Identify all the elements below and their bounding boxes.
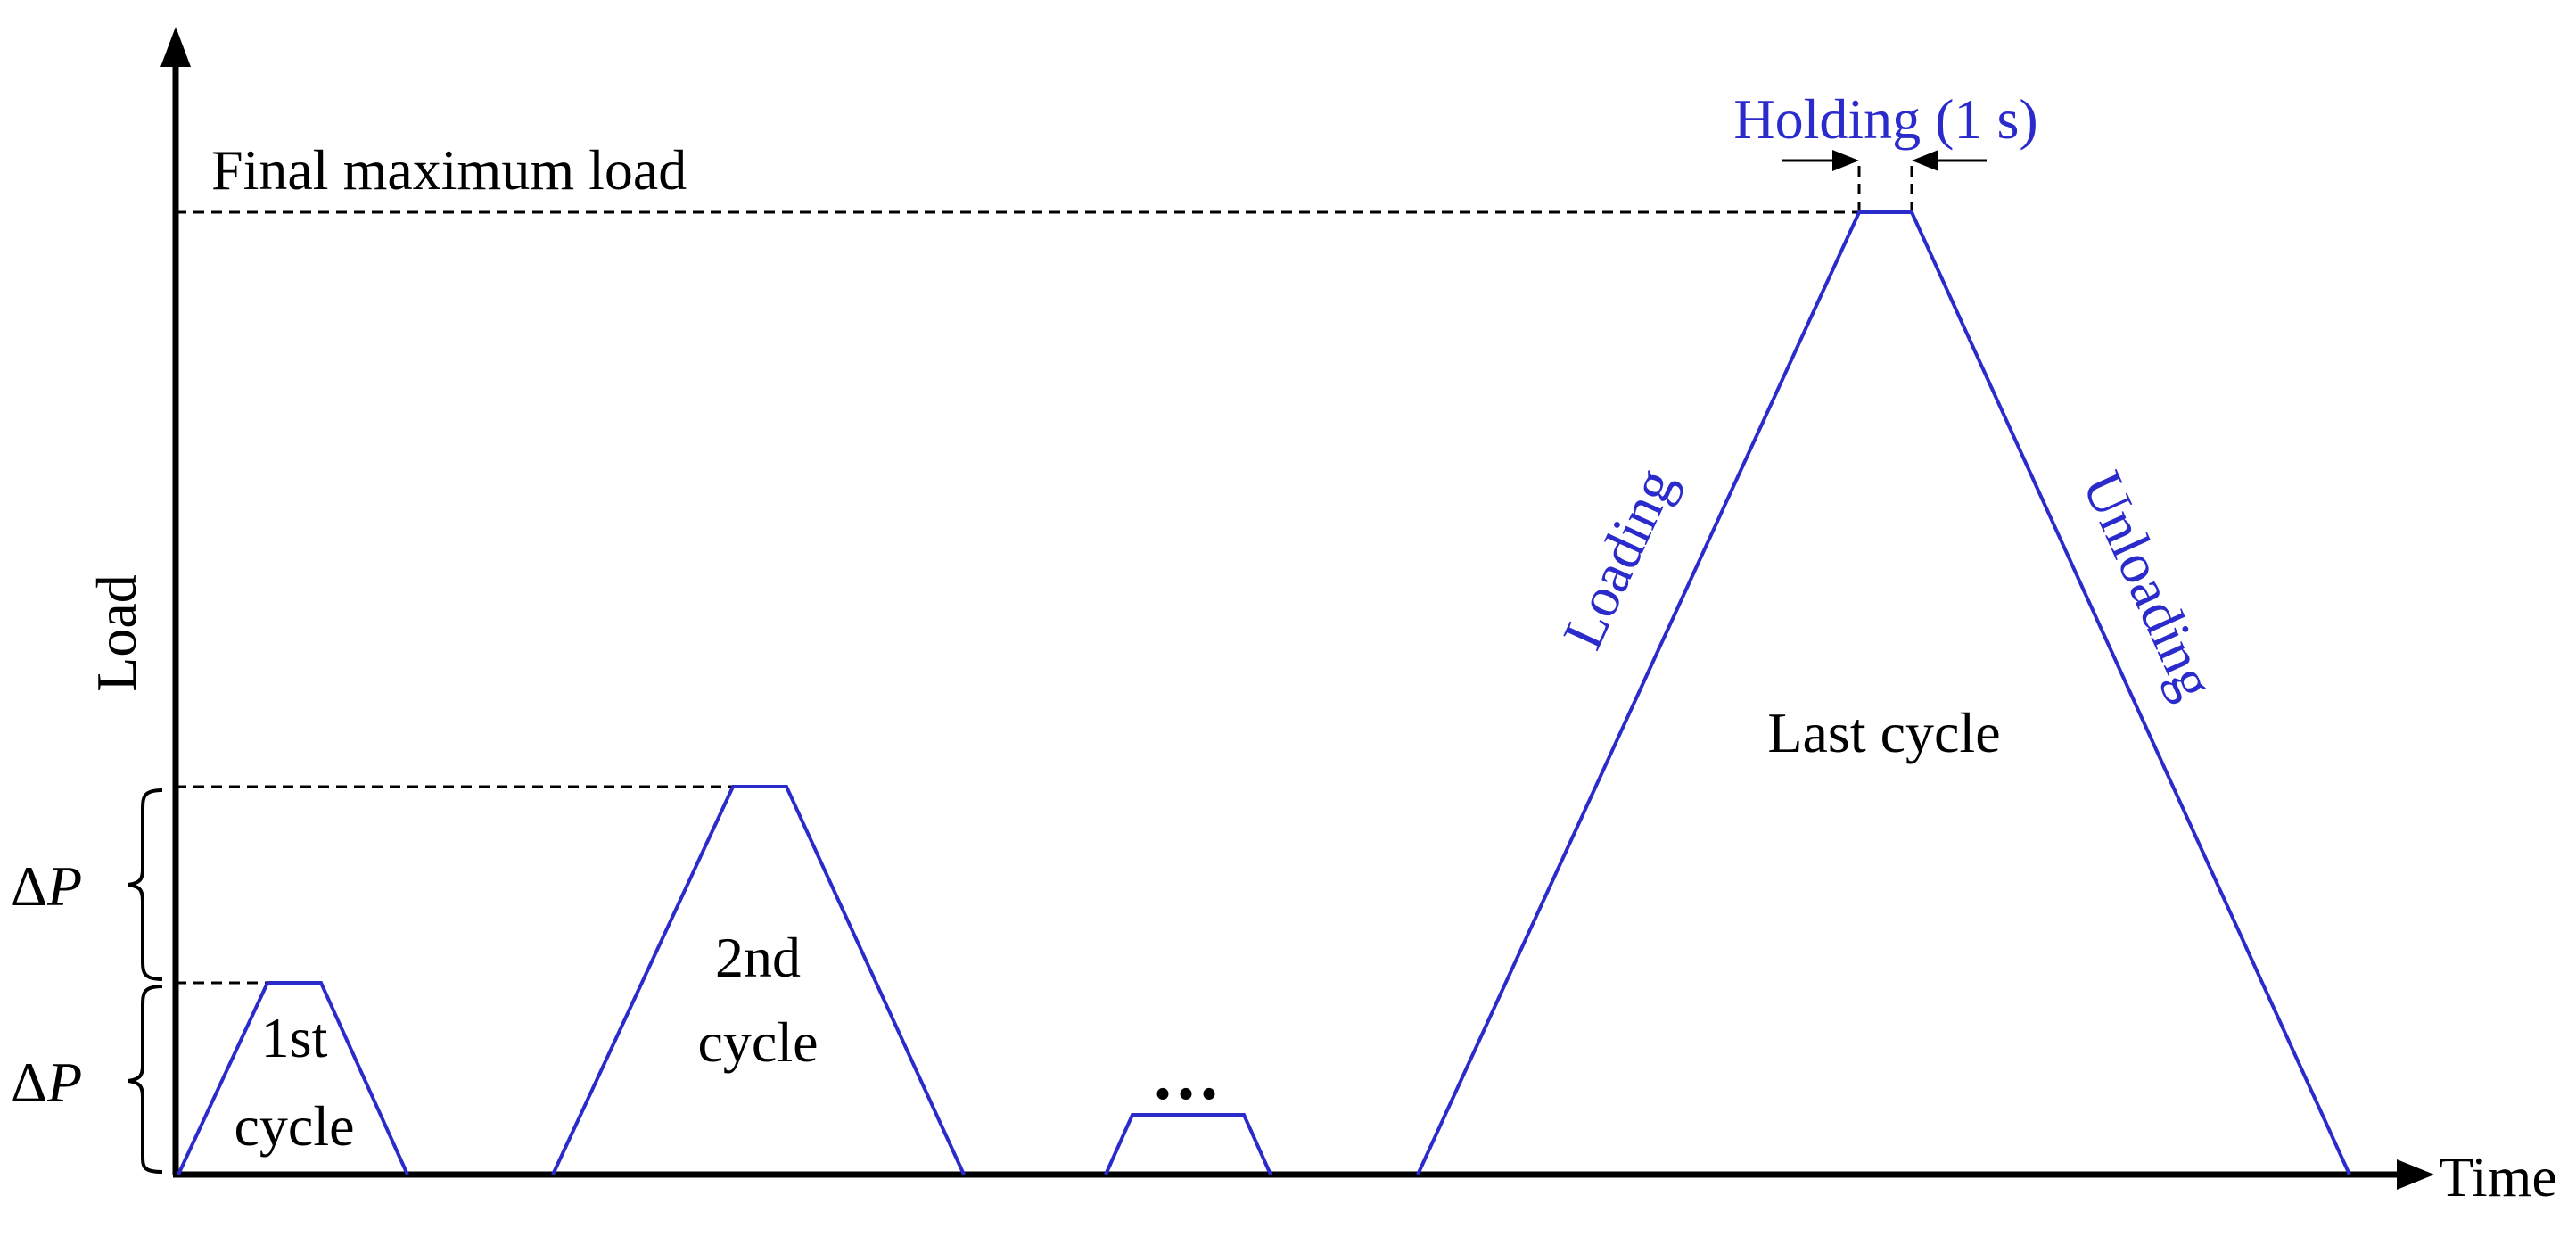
delta-p-label-upper: ΔP bbox=[11, 854, 82, 918]
cycle-2-label-line2: cycle bbox=[698, 1010, 819, 1074]
load-cycles bbox=[177, 210, 2351, 1175]
axes bbox=[160, 27, 2434, 1190]
delta-p-bracket-upper bbox=[128, 788, 163, 981]
cycle-2-label-line1: 2nd bbox=[715, 926, 801, 989]
y-axis-label: Load bbox=[85, 574, 148, 692]
final-max-load-label: Final maximum load bbox=[211, 138, 687, 202]
delta-p-brackets bbox=[128, 788, 163, 1174]
holding-label: Holding (1 s) bbox=[1733, 87, 2037, 151]
cycle-1-label-line1: 1st bbox=[261, 1006, 328, 1069]
delta-p-label-lower: ΔP bbox=[11, 1051, 82, 1114]
holding-arrows bbox=[1782, 150, 1987, 171]
x-axis-arrowhead bbox=[2397, 1159, 2434, 1190]
ellipsis-label: ... bbox=[1154, 1036, 1223, 1115]
last-cycle-curve bbox=[1416, 210, 2351, 1175]
x-axis-label: Time bbox=[2439, 1145, 2557, 1208]
intermediate-cycle-curve bbox=[1104, 1113, 1272, 1175]
cycle-1-curve bbox=[177, 981, 409, 1175]
reference-lines bbox=[176, 161, 1913, 985]
last-cycle-label: Last cycle bbox=[1767, 701, 2000, 764]
y-axis-arrowhead bbox=[160, 27, 191, 67]
unloading-label: Unloading bbox=[2070, 462, 2227, 708]
cycle-2-curve bbox=[551, 785, 966, 1175]
delta-p-bracket-lower bbox=[128, 985, 163, 1174]
cycle-1-label-line2: cycle bbox=[235, 1094, 355, 1158]
